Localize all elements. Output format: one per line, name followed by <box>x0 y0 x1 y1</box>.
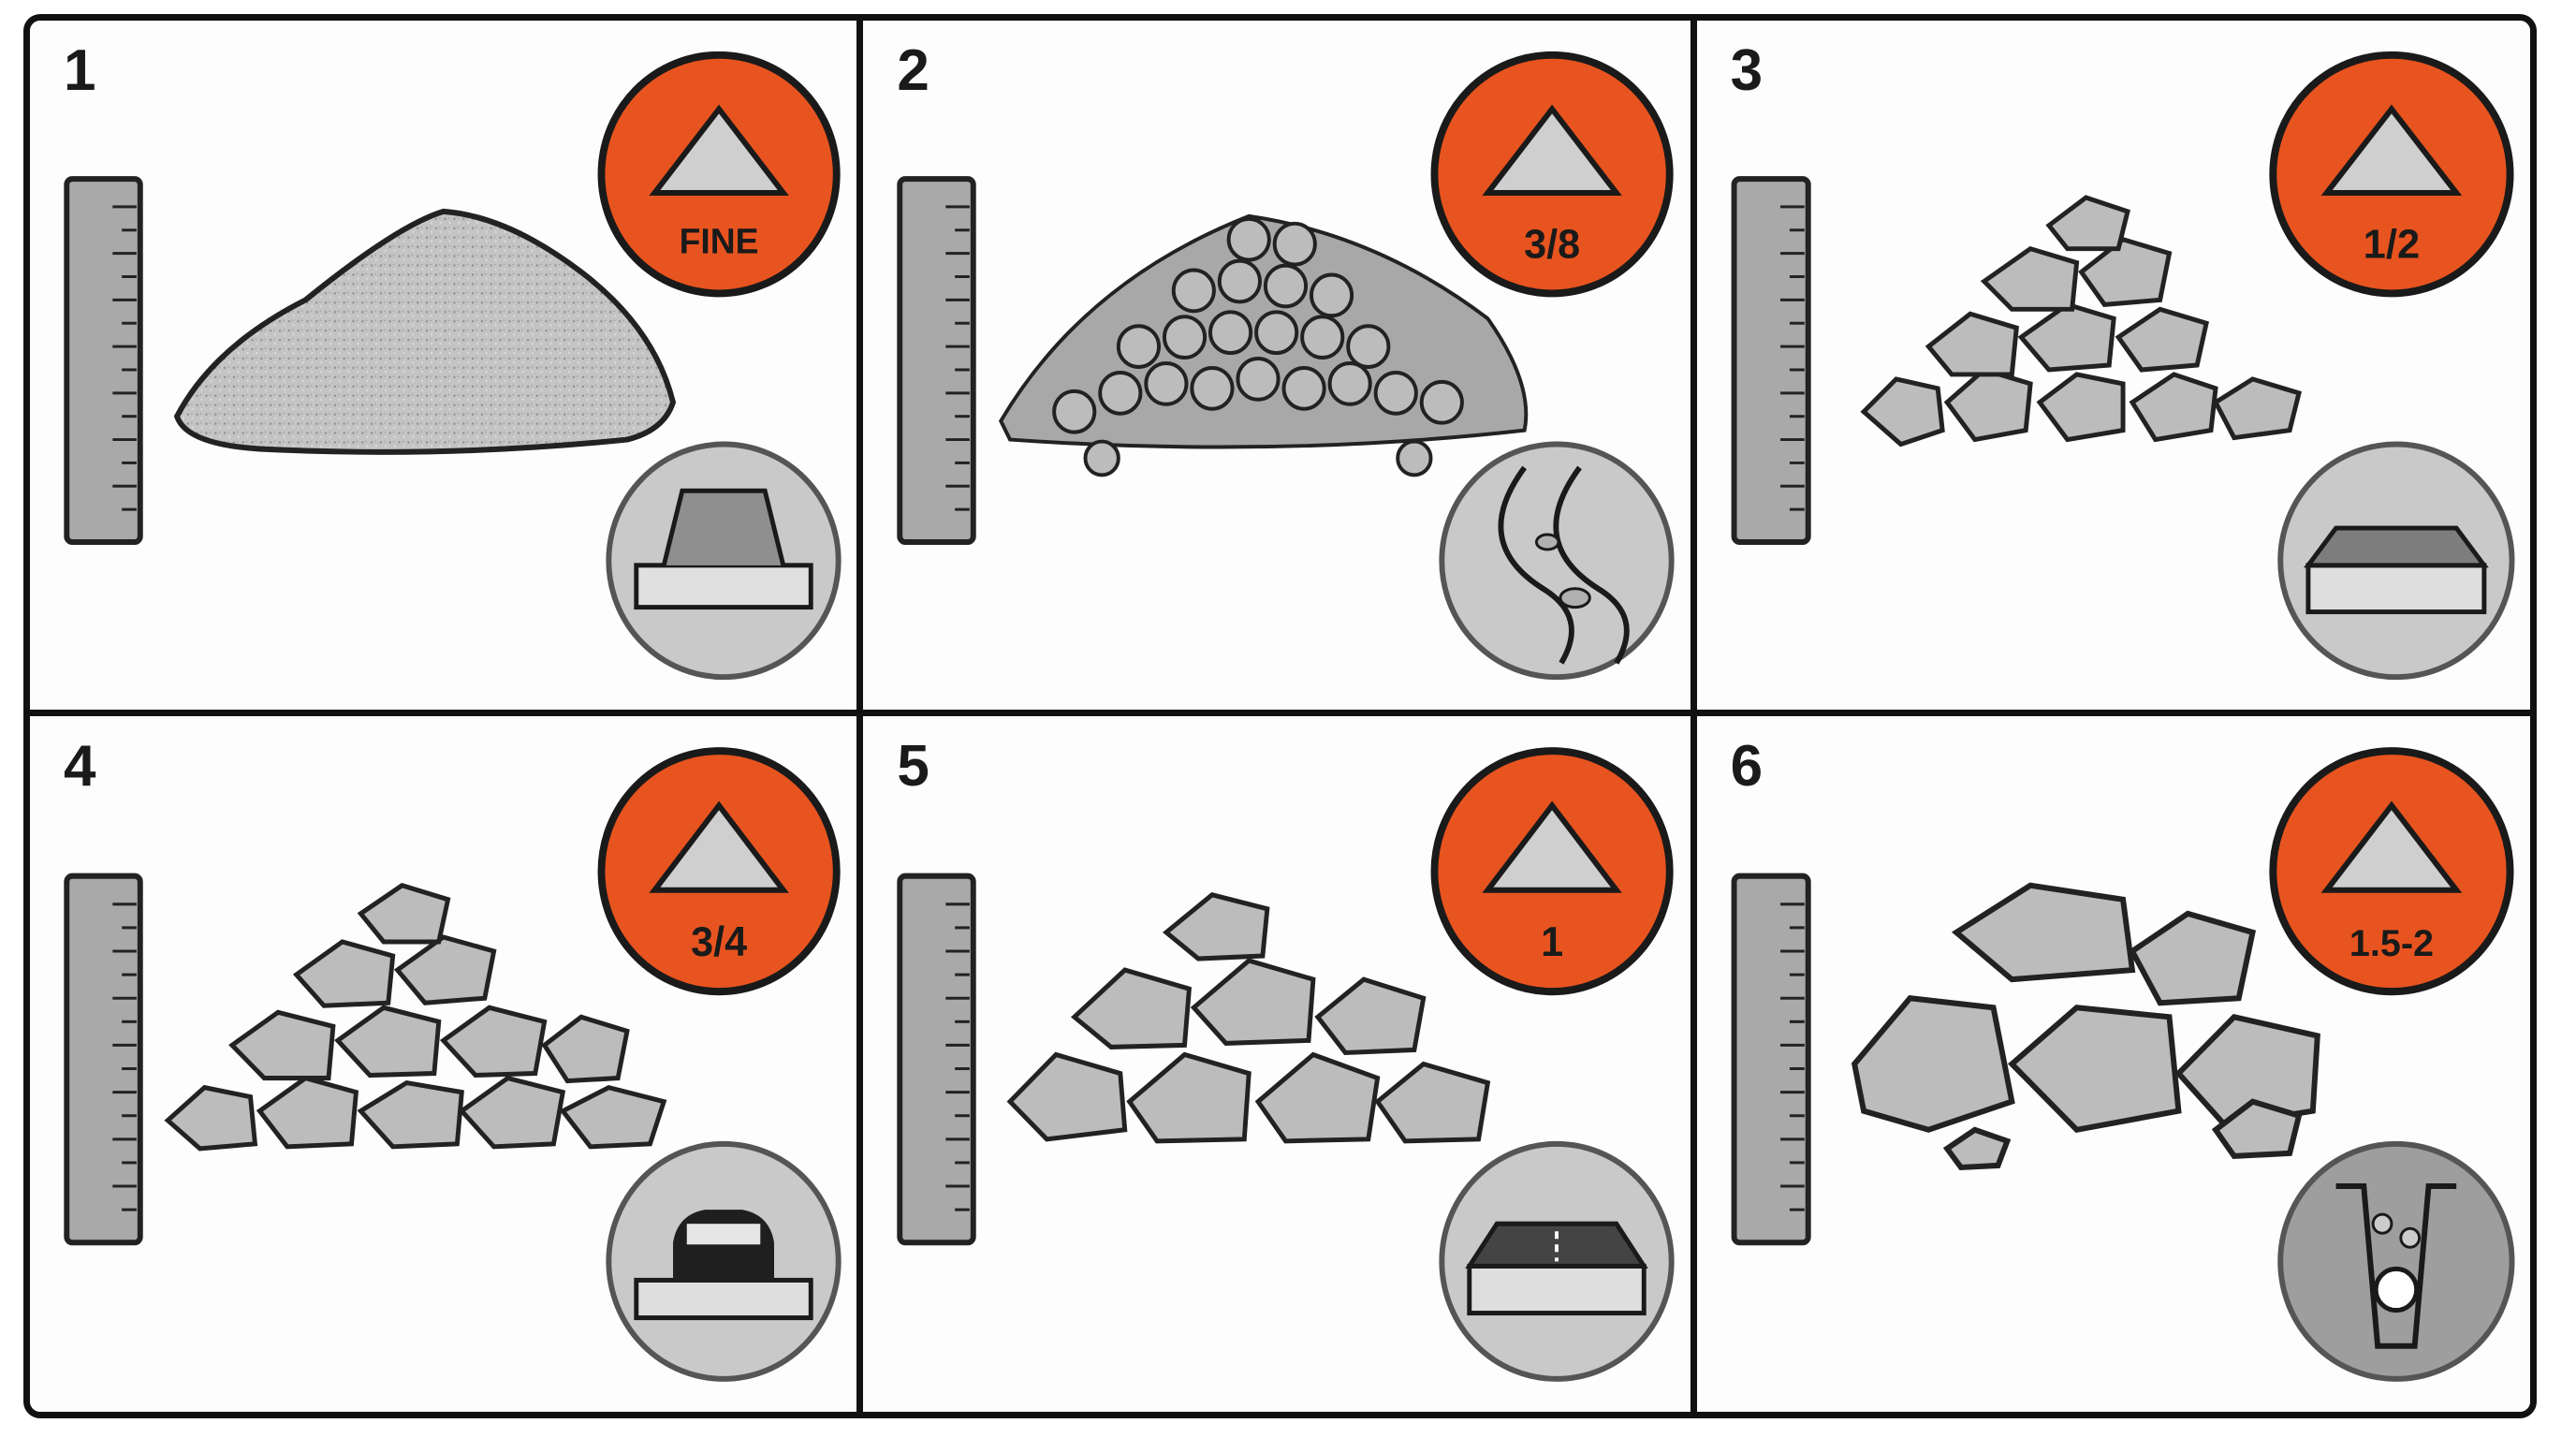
road-base-icon <box>1439 1140 1675 1382</box>
badge-label: 1/2 <box>2363 222 2419 268</box>
size-badge: 3/4 <box>597 747 841 996</box>
size-badge: 1.5-2 <box>2269 747 2514 996</box>
panel-number: 6 <box>1730 734 1764 799</box>
badge-label: 3/4 <box>691 919 748 966</box>
size-badge: 1/2 <box>2269 51 2514 298</box>
panel-1-artwork: FINE <box>64 51 842 681</box>
size-badge: 1 <box>1430 747 1674 996</box>
screed-layer-icon <box>606 441 842 681</box>
ruler-icon <box>897 873 977 1246</box>
badge-label: 3/8 <box>1524 222 1580 267</box>
three-quarter-gravel-pile-icon <box>164 882 667 1152</box>
drainage-pipe-icon <box>2276 1140 2515 1382</box>
panel-6-artwork: 1.5-2 <box>1731 747 2515 1382</box>
panel-number: 2 <box>897 38 929 103</box>
panel-number: 3 <box>1730 38 1764 103</box>
sand-pile-icon <box>173 208 677 455</box>
panel-grid: 1 <box>30 21 2530 1412</box>
size-badge: FINE <box>597 51 841 298</box>
pea-gravel-pile-icon <box>999 213 1529 477</box>
size-badge: 3/8 <box>1430 51 1674 298</box>
panel-3-artwork: 1/2 <box>1731 51 2515 681</box>
large-stone-pile-icon <box>1851 882 2320 1171</box>
driveway-car-icon <box>606 1140 842 1382</box>
panel-2: 2 <box>863 21 1697 716</box>
half-inch-gravel-pile-icon <box>1860 195 2302 448</box>
panel-number: 4 <box>64 734 96 799</box>
ruler-icon <box>1731 176 1811 545</box>
ruler-icon <box>64 873 143 1246</box>
badge-label: 1.5-2 <box>2349 923 2434 964</box>
panel-5-artwork: 1 <box>897 747 1675 1382</box>
panel-4: 4 <box>30 716 864 1412</box>
paver-base-icon <box>2276 441 2515 681</box>
gravel-size-chart: 1 <box>23 14 2537 1418</box>
badge-label: FINE <box>680 221 759 260</box>
ruler-icon <box>897 176 977 545</box>
panel-4-artwork: 3/4 <box>64 747 842 1382</box>
garden-path-icon <box>1439 441 1675 681</box>
one-inch-gravel-pile-icon <box>1006 892 1491 1144</box>
panel-2-artwork: 3/8 <box>897 51 1675 681</box>
panel-number: 5 <box>897 734 929 799</box>
ruler-icon <box>64 176 143 545</box>
panel-5: 5 <box>863 716 1697 1412</box>
ruler-icon <box>1731 873 1811 1246</box>
panel-number: 1 <box>64 38 96 103</box>
badge-label: 1 <box>1541 919 1563 966</box>
panel-3: 3 <box>1696 21 2530 716</box>
panel-6: 6 <box>1696 716 2530 1412</box>
panel-1: 1 <box>30 21 864 716</box>
